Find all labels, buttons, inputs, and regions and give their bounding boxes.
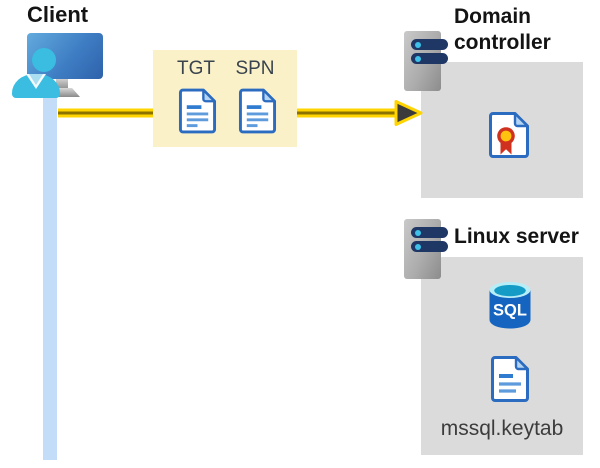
- client-timeline-line: [43, 93, 57, 460]
- domain-controller-label: Domain controller: [454, 5, 551, 54]
- certificate-icon: [489, 112, 529, 158]
- sql-database-icon: SQL: [489, 282, 531, 329]
- domain-controller-server-icon: [404, 31, 448, 91]
- tgt-label: TGT: [177, 58, 215, 79]
- spn-label: SPN: [235, 58, 275, 79]
- server-led-icon: [415, 229, 421, 236]
- client-label: Client: [27, 2, 89, 27]
- user-collar-inner-shape: [29, 74, 43, 85]
- user-icon: [32, 48, 56, 72]
- monitor-stand-base: [44, 88, 80, 97]
- keytab-document-icon: [491, 356, 529, 402]
- server-drive-bar: [411, 53, 448, 64]
- sql-badge-text: SQL: [493, 302, 527, 320]
- server-drive-bar: [411, 227, 448, 238]
- tgt-document-icon: [178, 88, 217, 134]
- server-led-icon: [415, 41, 421, 48]
- linux-server-label: Linux server: [454, 225, 579, 248]
- linux-server-icon: [404, 219, 448, 279]
- server-led-icon: [415, 55, 421, 62]
- keytab-filename-label: mssql.keytab: [440, 417, 564, 440]
- spn-document-icon: [238, 88, 277, 134]
- monitor-stand-neck: [56, 79, 68, 89]
- server-drive-bar: [411, 241, 448, 252]
- server-drive-bar: [411, 39, 448, 50]
- server-led-icon: [415, 243, 421, 250]
